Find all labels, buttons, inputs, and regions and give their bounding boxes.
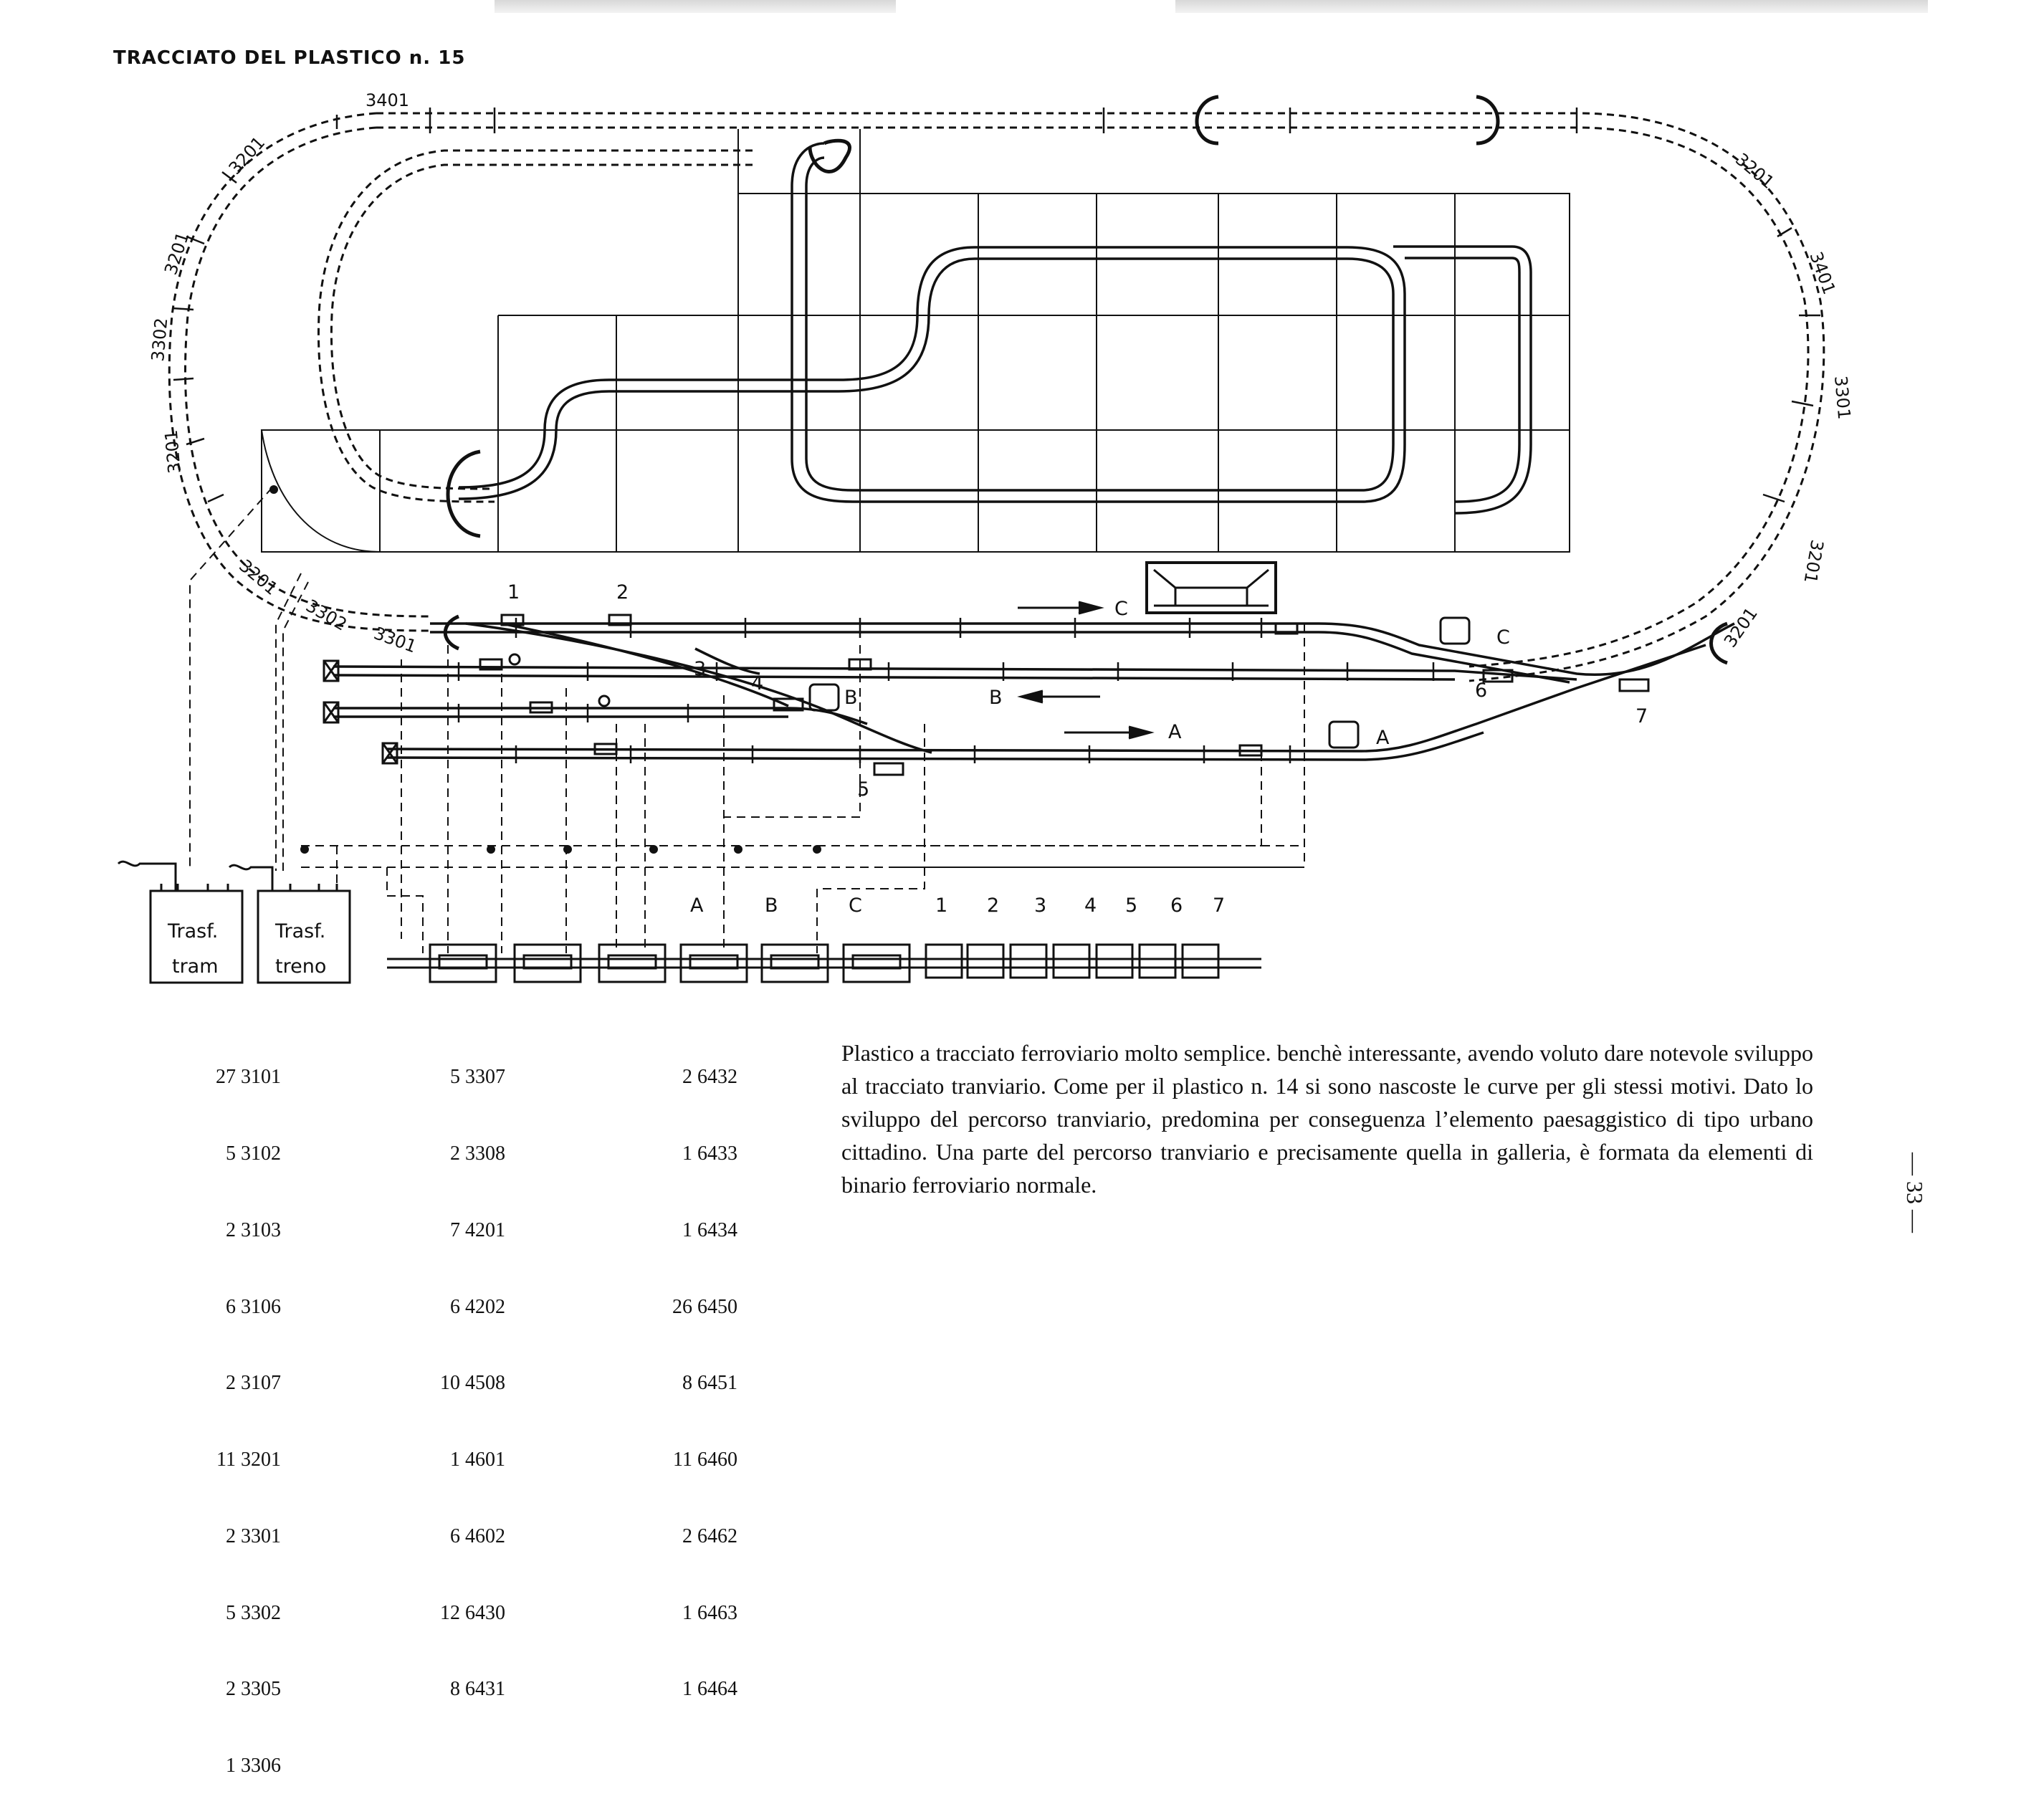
- page-title: TRACCIATO DEL PLASTICO n. 15: [113, 47, 466, 69]
- parts-row: 11 3201: [216, 1449, 281, 1471]
- transformer-label: tram: [172, 955, 219, 978]
- direction-arrows: [1017, 601, 1155, 740]
- track-code: 3201: [225, 133, 269, 178]
- page-number: — 33 —: [1902, 1152, 1928, 1233]
- parts-row: 2 3305: [226, 1678, 281, 1701]
- panel-label: 7: [1213, 894, 1225, 917]
- parts-row: 11 6460: [673, 1449, 737, 1471]
- parts-row: 2 3308: [450, 1142, 505, 1165]
- parts-row: 26 6450: [672, 1295, 737, 1318]
- station-label: 1: [507, 581, 520, 603]
- transformer-label: Trasf.: [167, 920, 218, 942]
- track-ties: [171, 108, 1820, 763]
- panel-label: 1: [935, 894, 947, 917]
- panel-label: 3: [1034, 894, 1046, 917]
- control-panel: [387, 943, 1261, 983]
- parts-list-col3: 2 6432 1 6433 1 6434 26 6450 8 6451 11 6…: [649, 1013, 737, 1728]
- track-code: 3201: [161, 429, 185, 474]
- track-code: 3401: [1805, 249, 1839, 297]
- panel-label: 6: [1170, 894, 1183, 917]
- station-building: [1145, 561, 1277, 614]
- route-label: B: [989, 687, 1003, 709]
- route-label: C: [1114, 598, 1128, 620]
- scan-shadow-left: [495, 0, 896, 13]
- parts-list-col2: 5 3307 2 3308 7 4201 6 4202 10 4508 1 46…: [405, 1013, 505, 1728]
- parts-row: 7 4201: [450, 1218, 505, 1241]
- parts-row: 1 6463: [682, 1601, 737, 1624]
- track-code: 3201: [235, 555, 282, 599]
- transformer-label: treno: [275, 955, 326, 978]
- panel-label: C: [849, 894, 862, 917]
- track-code: 3301: [371, 623, 419, 657]
- station-label: 7: [1635, 705, 1648, 727]
- curve-arrows: [443, 95, 1728, 665]
- station-tracks: [333, 622, 1735, 761]
- description-paragraph: Plastico a tracciato ferroviario molto s…: [841, 1040, 1813, 1198]
- station-label: 3: [694, 658, 706, 680]
- track-code: 3302: [302, 596, 350, 635]
- station-label: 2: [616, 581, 629, 603]
- route-label: A: [1376, 727, 1390, 749]
- panel-label: B: [765, 894, 778, 917]
- track-code: 3301: [1830, 375, 1854, 420]
- parts-row: 2 6432: [682, 1066, 737, 1089]
- transformer-label: Trasf.: [274, 920, 325, 942]
- parts-list-col1: 27 3101 5 3102 2 3103 6 3106 2 3107 11 3…: [188, 1013, 281, 1804]
- parts-row: 1 3306: [226, 1755, 281, 1777]
- parts-row: 8 6431: [450, 1678, 505, 1701]
- parts-row: 2 3301: [226, 1524, 281, 1547]
- panel-label: 5: [1125, 894, 1137, 917]
- inner-tunnel-loop: [317, 149, 753, 503]
- track-code: 3201: [1800, 538, 1827, 585]
- station-label: 5: [857, 778, 869, 801]
- route-label: C: [1496, 626, 1510, 649]
- wiring-nodes: [269, 485, 821, 854]
- parts-row: 6 4602: [450, 1524, 505, 1547]
- buffer-stops: [323, 659, 398, 765]
- panel-label: 2: [987, 894, 999, 917]
- wiring: [189, 487, 1305, 953]
- outer-tunnel-loop: [168, 112, 1825, 682]
- route-label: B: [844, 687, 858, 709]
- parts-row: 1 4601: [450, 1449, 505, 1471]
- parts-row: 2 6462: [682, 1524, 737, 1547]
- diagram-labels: 3401 3201 3201 3302 3201 3201 3302 3301 …: [148, 90, 1854, 978]
- parts-row: 1 6464: [682, 1678, 737, 1701]
- panel-label: 4: [1084, 894, 1097, 917]
- route-label: A: [1168, 721, 1182, 743]
- parts-row: 1 6434: [682, 1218, 737, 1241]
- parts-row: 10 4508: [440, 1372, 505, 1395]
- curve-zone: [260, 429, 381, 553]
- parts-row: 12 6430: [440, 1601, 505, 1624]
- transformers: [117, 860, 351, 984]
- tram-track: [458, 142, 1532, 515]
- track-code: 3201: [1732, 149, 1778, 193]
- parts-row: 8 6451: [682, 1372, 737, 1395]
- parts-row: 2 3107: [226, 1372, 281, 1395]
- panel-label: A: [690, 894, 704, 917]
- parts-row: 1 6433: [682, 1142, 737, 1165]
- track-accessories: [479, 614, 1650, 776]
- parts-row: 27 3101: [216, 1066, 281, 1089]
- station-label: 4: [751, 672, 763, 695]
- track-code: 3201: [161, 229, 194, 277]
- baseplate-grid: [261, 129, 1570, 553]
- track-layout-diagram: 3401 3201 3201 3302 3201 3201 3302 3301 …: [117, 90, 1854, 984]
- station-label: 6: [1475, 679, 1487, 702]
- parts-row: 5 3102: [226, 1142, 281, 1165]
- parts-row: 6 3106: [226, 1295, 281, 1318]
- scan-shadow-right: [1175, 0, 1928, 13]
- parts-row: 5 3302: [226, 1601, 281, 1624]
- parts-row: 6 4202: [450, 1295, 505, 1318]
- parts-row: 5 3307: [450, 1066, 505, 1089]
- track-code: 3302: [148, 317, 171, 362]
- parts-row: 2 3103: [226, 1218, 281, 1241]
- track-code: 3401: [366, 90, 409, 110]
